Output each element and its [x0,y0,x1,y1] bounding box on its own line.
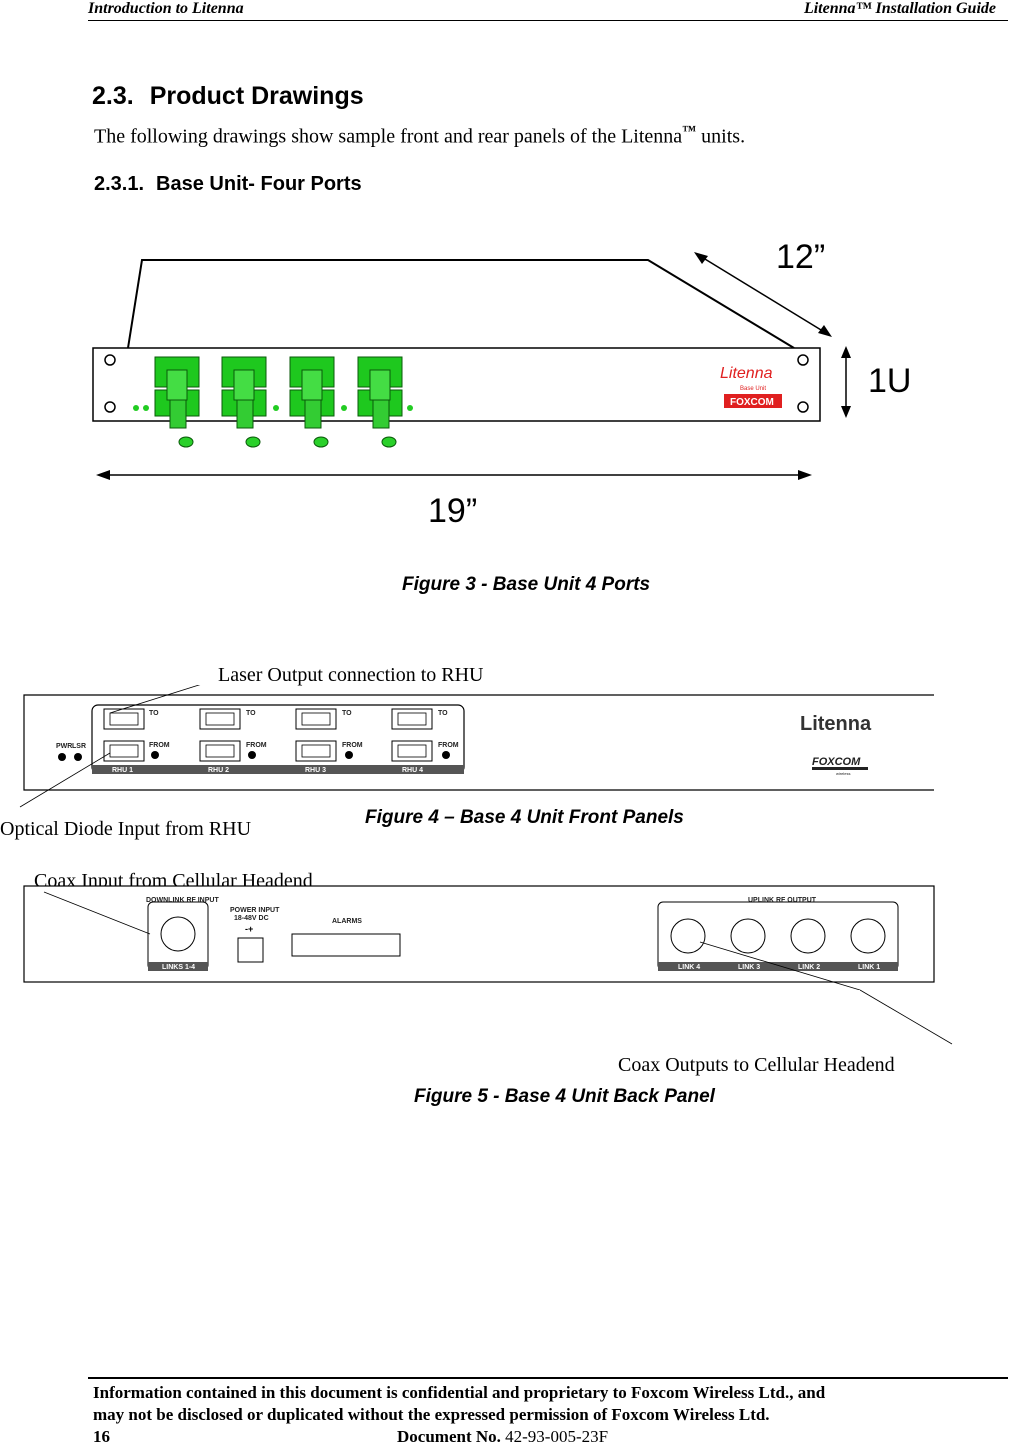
page-number: 16 [93,1427,110,1446]
callout-laser-output: Laser Output connection to RHU [218,664,484,686]
intro-prefix: The following drawings show sample front… [94,125,683,148]
link-label: LINK 2 [798,964,820,971]
fiber-connector-group-1 [133,356,200,448]
callout-coax-outputs: Coax Outputs to Cellular Headend [618,1054,895,1076]
callout-optical-diode: Optical Diode Input from RHU [0,818,252,840]
uplink-coax-icon [850,918,886,954]
rack-hole-icon [797,401,809,413]
from-label: FROM [246,742,267,749]
figure5-back-panel: DOWNLINK RF INPUT LINKS 1-4 POWER INPUT … [23,885,935,990]
dim-width-label: 19” [428,492,478,530]
port-column-4 [391,708,450,762]
intro-suffix: units. [696,125,746,148]
subsection-number: 2.3.1. [94,173,145,195]
to-label: TO [342,710,352,717]
downlink-coax-icon [160,916,196,952]
figure5-caption: Figure 5 - Base 4 Unit Back Panel [414,1086,715,1107]
pwr-label: PWR [56,743,72,750]
unit-top-outline [127,259,795,349]
header-right: Litenna™ Installation Guide [803,0,996,17]
rhu-port-label: RHU 4 [402,767,423,774]
trademark-symbol: ™ [682,124,697,139]
rhu-port-label: RHU 2 [208,767,229,774]
port-column-3 [295,708,353,762]
from-label: FROM [438,742,459,749]
dim-depth-label: 12” [776,238,826,276]
rack-hole-icon [104,401,116,413]
pwr-led-icon [58,753,66,761]
uplink-label: UPLINK RF OUTPUT [748,897,817,904]
rack-hole-icon [104,354,116,366]
power-connector [237,937,264,963]
power-sub: 18-48V DC [234,915,269,922]
footer-line-2: may not be disclosed or duplicated witho… [93,1405,770,1424]
uplink-coax-icon [790,918,826,954]
section-title: Product Drawings [149,82,364,110]
foxcom-sub: wireless [836,771,850,776]
to-label: TO [246,710,256,717]
dim-height-label: 1U [868,362,912,400]
litenna-logo-sub: Base Unit [740,386,766,392]
foxcom-badge [724,394,782,408]
callout-leader-line [859,989,953,1045]
front-panel-outline [23,694,934,791]
port-label-strip [92,765,464,774]
document-number: Document No. 42-93-005-23F [397,1426,608,1448]
rack-hole-icon [797,354,809,366]
subsection-heading: 2.3.1. Base Unit- Four Ports [94,173,362,196]
callout-leader-line [109,685,201,714]
foxcom-underline [812,767,868,770]
to-label: TO [149,710,159,717]
downlink-strip [148,962,208,971]
from-label: FROM [342,742,363,749]
figure3-caption: Figure 3 - Base Unit 4 Ports [402,574,651,595]
header-rule [88,20,1008,21]
fiber-connector-group-2 [221,356,279,448]
section-number: 2.3. [92,82,134,110]
lsr-led-icon [74,753,82,761]
downlink-label: DOWNLINK RF INPUT [146,897,219,904]
figure3-drawing: Litenna Base Unit FOXCOM [92,252,851,480]
link-label: LINK 3 [738,964,760,971]
fiber-connector-group-4 [357,356,413,448]
power-polarity: -+ [245,924,253,934]
alarms-label: ALARMS [332,918,362,925]
foxcom-logo: FOXCOM [730,397,774,408]
port-column-1 [103,708,159,762]
fiber-connector-group-3 [289,356,347,448]
subsection-title: Base Unit- Four Ports [156,173,362,195]
callout-leader-line [19,752,111,808]
depth-dimension-line [699,255,827,334]
to-label: TO [438,710,448,717]
callout-leader-line [699,941,861,990]
intro-paragraph: The following drawings show sample front… [94,124,745,149]
litenna-logo: Litenna [720,365,773,382]
uplink-coax-icon [670,918,706,954]
leader-extension [859,989,953,1045]
port-column-2 [199,708,256,762]
rhu-port-label: RHU 1 [112,767,133,774]
document-number-value: 42-93-005-23F [505,1427,609,1446]
alarms-connector [291,933,401,957]
header-left: Introduction to Litenna [88,0,244,17]
rhu-port-label: RHU 3 [305,767,326,774]
power-label: POWER INPUT [230,907,280,914]
lsr-label: LSR [72,743,86,750]
section-heading: 2.3. Product Drawings [92,82,364,111]
from-label: FROM [149,742,170,749]
unit-front-panel [92,347,821,422]
footer-rule [88,1377,1008,1379]
link-label: LINK 4 [678,964,700,971]
downlink-sub: LINKS 1-4 [162,964,195,971]
footer-line-1: Information contained in this document i… [93,1383,826,1402]
figure4-caption: Figure 4 – Base 4 Unit Front Panels [365,807,684,828]
uplink-strip [658,962,898,971]
figure4-front-panel: PWR LSR TO TO TO TO FROM FROM FROM FROM [19,685,934,808]
foxcom-logo: FOXCOM [812,756,861,768]
callout-leader-line [43,891,151,935]
uplink-coax-icon [730,918,766,954]
document-number-label: Document No. [397,1427,506,1446]
litenna-logo: Litenna [800,713,872,735]
link-label: LINK 1 [858,964,880,971]
